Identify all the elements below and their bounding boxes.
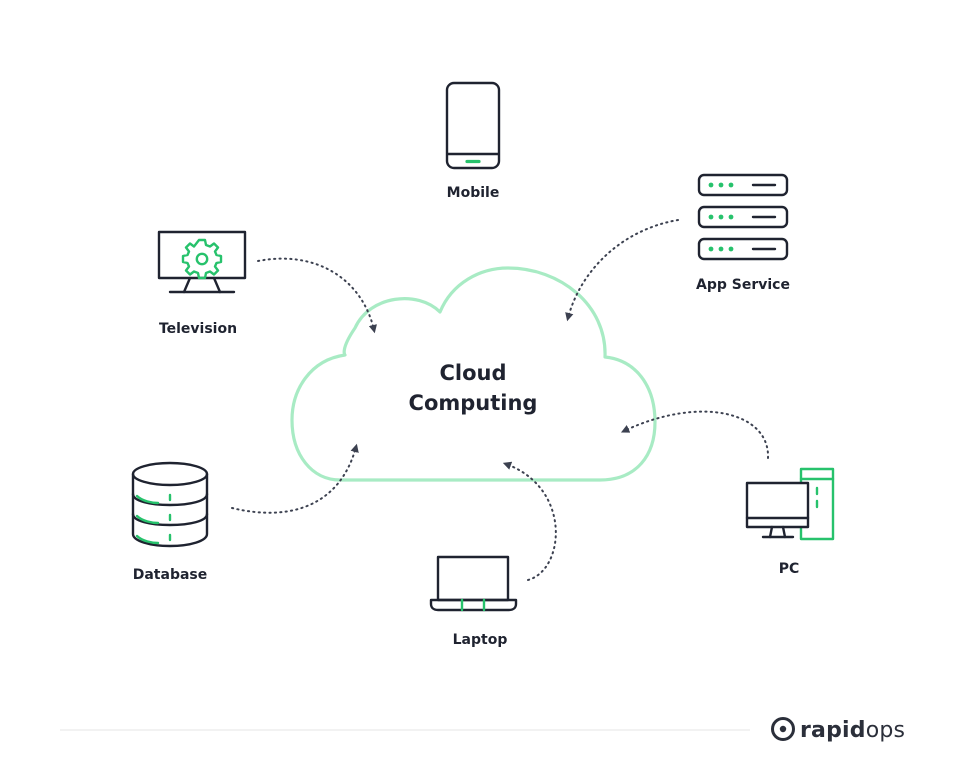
connector-database xyxy=(231,443,359,514)
cloud-shape xyxy=(290,266,657,482)
cloud-title-line1: Cloud xyxy=(439,361,506,385)
gear-icon xyxy=(181,238,223,280)
rapidops-logo-icon xyxy=(771,717,795,741)
connector-pc xyxy=(620,410,770,459)
laptop-label: Laptop xyxy=(453,632,508,648)
svg-text:rapidops: rapidops xyxy=(800,718,905,743)
television-icon xyxy=(157,230,247,294)
database-label: Database xyxy=(133,567,208,583)
pc-label: PC xyxy=(779,561,800,577)
app-service-label: App Service xyxy=(696,277,790,293)
rapidops-logo: rapidops xyxy=(771,717,905,743)
television-label: Television xyxy=(159,321,237,337)
connector-laptop xyxy=(502,461,557,581)
pc-icon xyxy=(745,467,835,541)
connector-television xyxy=(257,257,377,334)
cloud-title-line2: Computing xyxy=(409,391,538,415)
server-icon xyxy=(697,173,789,261)
mobile-icon xyxy=(445,81,501,170)
mobile-label: Mobile xyxy=(447,185,500,201)
database-icon xyxy=(131,461,209,548)
laptop-icon xyxy=(429,555,518,612)
connector-app-service xyxy=(565,219,679,322)
